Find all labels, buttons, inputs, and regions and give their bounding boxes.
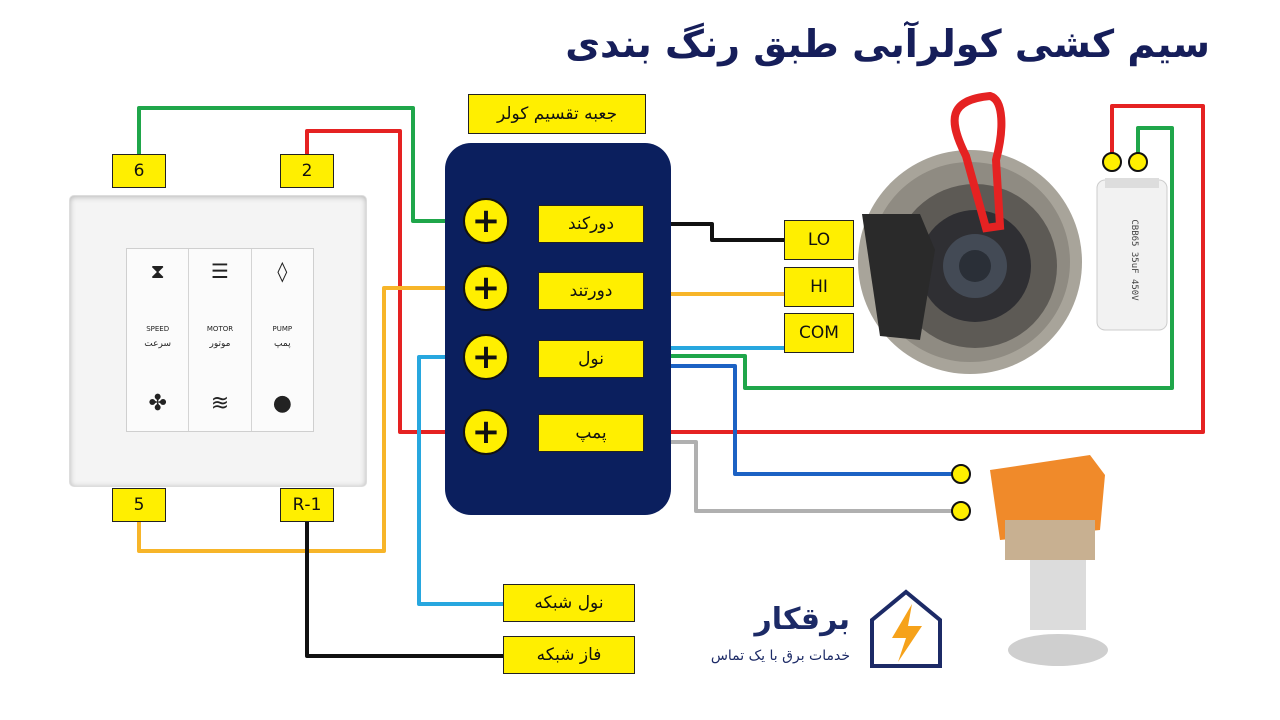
mains-phase-label: فاز شبکه — [503, 636, 635, 674]
fan-icon: ✤ — [148, 391, 167, 416]
speed-label-fa: سرعت — [144, 339, 172, 349]
fast-speed-label: دورتند — [538, 272, 644, 310]
brand-name: برقکار — [754, 602, 850, 637]
fan-speed-icon: ⧗ — [150, 259, 165, 283]
cooler-motor-image — [858, 91, 1082, 374]
motor-key[interactable]: ☰ MOTOR موتور ≋ — [189, 249, 252, 431]
pump-label: پمپ — [538, 414, 644, 452]
plus-terminal-slow: + — [463, 198, 509, 244]
orange-wire — [137, 286, 463, 553]
page-title: سیم کشی کولرآبی طبق رنگ بندی — [565, 22, 1210, 66]
terminal-6: 6 — [112, 154, 166, 188]
capacitor-terminal-red — [1102, 152, 1122, 172]
blue-wire-pump — [645, 364, 960, 476]
motor-lo-label: LO — [784, 220, 854, 260]
terminal-2: 2 — [280, 154, 334, 188]
svg-text:CBB65 35uF 450V: CBB65 35uF 450V — [1129, 219, 1139, 301]
pump-terminal-gray — [951, 501, 971, 521]
neutral-label: نول — [538, 340, 644, 378]
menu-lines-icon: ☰ — [211, 259, 229, 283]
motor-com-label: COM — [784, 313, 854, 353]
switch-keys: ⧗ SPEED سرعت ✤ ☰ MOTOR موتور ≋ ◊ PUMP پم… — [126, 248, 314, 432]
black-wire-lo — [645, 222, 785, 242]
pump-label-en: PUMP — [272, 325, 293, 333]
cooler-switch: ⧗ SPEED سرعت ✤ ☰ MOTOR موتور ≋ ◊ PUMP پم… — [70, 196, 366, 486]
red-wire-capacitor — [645, 104, 1205, 434]
green-wire-capacitor — [645, 126, 1174, 390]
plus-terminal-pump: + — [463, 409, 509, 455]
gray-wire-pump — [645, 440, 960, 513]
capacitor-terminal-green — [1128, 152, 1148, 172]
pump-terminal-blue — [951, 464, 971, 484]
pump-key[interactable]: ◊ PUMP پمپ ● — [252, 249, 313, 431]
pump-label-fa: پمپ — [274, 339, 291, 349]
terminal-5: 5 — [112, 488, 166, 522]
green-wire — [137, 106, 463, 223]
brand-logo: برقکار خدمات برق با یک تماس — [680, 596, 950, 676]
motor-label-fa: موتور — [209, 339, 231, 349]
motor-hi-label: HI — [784, 267, 854, 307]
plus-terminal-neutral: + — [463, 334, 509, 380]
mains-neutral-label: نول شبکه — [503, 584, 635, 622]
capacitor-image: CBB65 35uF 450V — [1096, 178, 1168, 331]
blue-wire — [417, 355, 503, 606]
black-wire-phase — [305, 522, 503, 658]
wave-icon: ≋ — [210, 391, 230, 416]
house-bolt-icon — [870, 589, 942, 668]
speed-key[interactable]: ⧗ SPEED سرعت ✤ — [127, 249, 190, 431]
water-drop-icon: ● — [272, 391, 292, 416]
water-drop-outline-icon: ◊ — [277, 259, 288, 283]
junction-box-caption: جعبه تقسیم کولر — [468, 94, 646, 134]
plus-terminal-fast: + — [463, 265, 509, 311]
brand-tagline: خدمات برق با یک تماس — [710, 648, 850, 664]
speed-label-en: SPEED — [146, 325, 170, 333]
slow-speed-label: دورکند — [538, 205, 644, 243]
terminal-1-r: 1-R — [280, 488, 334, 522]
motor-label-en: MOTOR — [206, 325, 234, 333]
pump-image — [990, 455, 1108, 666]
